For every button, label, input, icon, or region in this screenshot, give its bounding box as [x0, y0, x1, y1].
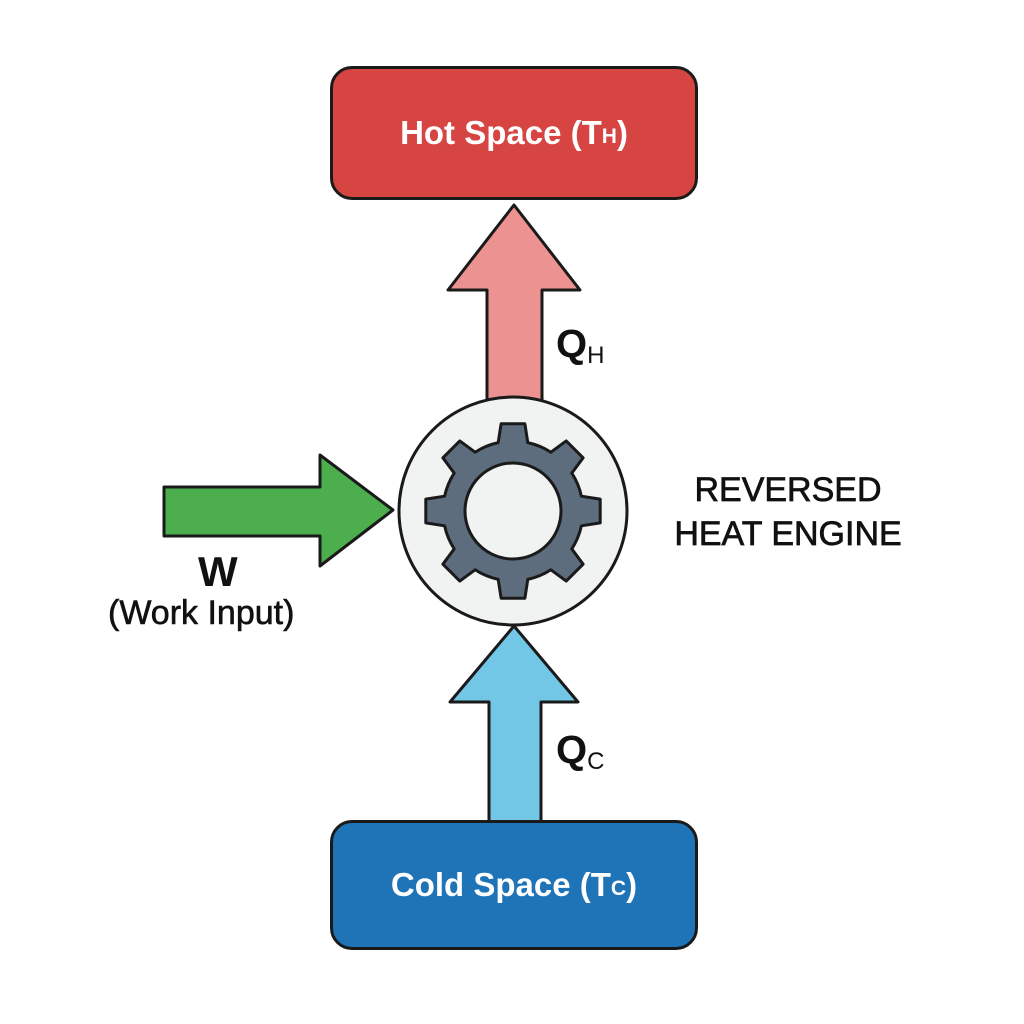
hot-space-label: Hot Space (T — [400, 114, 602, 151]
work-symbol: W — [198, 548, 238, 595]
heat-in-label: QC — [556, 728, 605, 775]
heat-out-label: QH — [556, 322, 605, 369]
hot-space-suffix: ) — [616, 114, 628, 151]
heat-in-arrow — [448, 624, 580, 824]
engine-label: REVERSED HEAT ENGINE — [648, 468, 928, 556]
engine-label-line1: REVERSED — [694, 471, 882, 510]
cold-space-suffix: ) — [626, 866, 638, 903]
heat-in-symbol: Q — [556, 728, 588, 772]
heat-out-subscript: H — [587, 342, 605, 369]
cold-space-label: Cold Space (T — [390, 866, 611, 903]
gear-hole — [463, 461, 563, 561]
engine-label-line2: HEAT ENGINE — [674, 515, 902, 554]
heat-in-subscript: C — [587, 748, 605, 775]
work-input-arrow — [162, 453, 395, 568]
heat-out-symbol: Q — [556, 322, 588, 366]
gear-icon — [424, 422, 602, 600]
heat-out-arrow — [446, 203, 582, 412]
hot-space-subscript: H — [601, 125, 617, 148]
work-caption: (Work Input) — [108, 594, 295, 633]
cold-space-subscript: C — [610, 877, 627, 900]
